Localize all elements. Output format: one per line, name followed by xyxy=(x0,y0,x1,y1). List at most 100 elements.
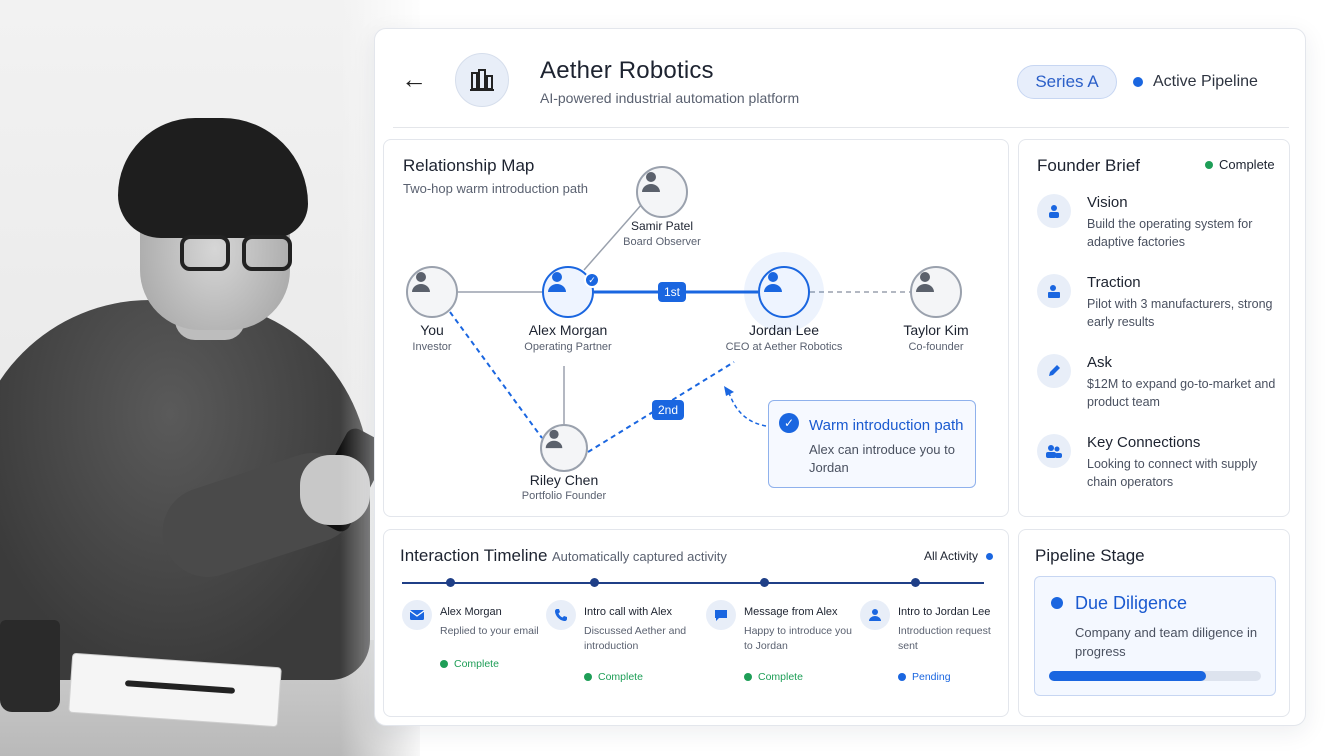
founder-brief-title: Founder Brief xyxy=(1037,156,1140,175)
factory-icon xyxy=(1037,274,1071,308)
check-circle-icon: ✓ xyxy=(779,413,799,433)
node-role: Investor xyxy=(412,341,452,353)
company-title: Aether Robotics xyxy=(540,57,714,84)
person-icon xyxy=(764,272,782,292)
timeline-item-head: Intro call with Alex xyxy=(584,606,673,618)
founder-brief-status-label: Complete xyxy=(1219,157,1275,172)
stage-description: Company and team diligence in progress xyxy=(1075,625,1258,659)
warm-path-arrowhead xyxy=(724,386,734,396)
brief-item-text: $12M to expand go-to-market and product … xyxy=(1087,377,1276,409)
timeline-item-status-label: Complete xyxy=(758,671,803,683)
timeline-item-status: Complete xyxy=(440,658,499,670)
brief-item-head: Key Connections xyxy=(1087,434,1201,451)
timeline-item-text: Discussed Aether and introduction xyxy=(584,625,687,652)
timeline-item-text: Replied to your email xyxy=(440,625,539,637)
brief-item-text: Pilot with 3 manufacturers, strong early… xyxy=(1087,297,1273,329)
timeline-item-status: Pending xyxy=(898,671,951,683)
stage-progress-bar xyxy=(1049,671,1261,681)
node-role: Co-founder xyxy=(908,341,964,353)
verified-check-icon: ✓ xyxy=(584,272,600,288)
node-samir-patel[interactable] xyxy=(636,166,688,218)
timeline-item-head: Message from Alex xyxy=(744,606,838,618)
node-name: Riley Chen xyxy=(529,472,599,488)
edge-alex-samir xyxy=(583,203,643,271)
pipeline-status-label: Active Pipeline xyxy=(1153,73,1258,90)
person-icon xyxy=(412,272,430,292)
people-icon xyxy=(1037,434,1071,468)
node-riley-chen[interactable] xyxy=(540,424,588,472)
status-dot-icon xyxy=(1133,77,1143,87)
filter-dot-icon xyxy=(986,552,994,560)
node-name: Alex Morgan xyxy=(528,322,608,338)
person-glasses xyxy=(180,235,300,275)
person-icon xyxy=(916,272,934,292)
status-dot-icon xyxy=(584,673,592,681)
company-subtitle: AI-powered industrial automation platfor… xyxy=(540,90,800,106)
node-role: Operating Partner xyxy=(524,341,612,353)
edge-you-riley xyxy=(449,311,543,439)
founder-brief-panel: Founder Brief Complete Vision Build the … xyxy=(1018,139,1290,517)
relationship-map-panel: Relationship Map Two-hop warm introducti… xyxy=(383,139,1009,517)
timeline-subtitle: Automatically captured activity xyxy=(552,549,727,564)
person-icon xyxy=(642,172,660,192)
timeline-item-status: Complete xyxy=(744,671,803,683)
all-activity-filter[interactable]: All Activity xyxy=(924,549,994,563)
timeline-item-text: Introduction request sent xyxy=(898,625,991,652)
founder-brief-status: Complete xyxy=(1205,157,1275,172)
person-hair xyxy=(118,118,308,238)
person-icon xyxy=(860,600,890,630)
node-name: Samir Patel xyxy=(630,219,694,233)
warm-intro-card[interactable]: ✓ Warm introduction path Alex can introd… xyxy=(768,400,976,488)
node-name: Jordan Lee xyxy=(748,322,820,338)
pencil-icon xyxy=(1037,354,1071,388)
timeline-item-status-label: Complete xyxy=(454,658,499,670)
timeline-dot xyxy=(446,578,455,587)
series-badge[interactable]: Series A xyxy=(1017,65,1117,99)
brief-item-text: Build the operating system for adaptive … xyxy=(1087,217,1253,249)
timeline-dot xyxy=(760,578,769,587)
email-icon xyxy=(402,600,432,630)
timeline-dot xyxy=(911,578,920,587)
status-dot-icon xyxy=(440,660,448,668)
node-taylor-kim[interactable] xyxy=(910,266,962,318)
brief-item-head: Ask xyxy=(1087,354,1113,371)
company-logo-icon xyxy=(455,53,509,107)
back-arrow-icon[interactable]: ← xyxy=(401,64,427,94)
pipeline-stage-panel: Pipeline Stage Due Diligence Company and… xyxy=(1018,529,1290,717)
stage-name: Due Diligence xyxy=(1075,593,1188,613)
brief-item-text: Looking to connect with supply chain ope… xyxy=(1087,457,1258,489)
person-icon xyxy=(548,272,566,292)
stage-dot-icon xyxy=(1051,597,1063,609)
node-jordan-lee[interactable] xyxy=(758,266,810,318)
timeline-item-status-label: Complete xyxy=(598,671,643,683)
node-name: You xyxy=(420,322,444,338)
second-degree-badge: 2nd xyxy=(652,400,685,420)
coffee-mug xyxy=(0,620,60,712)
phone-icon xyxy=(546,600,576,630)
brief-item-head: Traction xyxy=(1087,274,1141,291)
stage-card[interactable]: Due Diligence Company and team diligence… xyxy=(1034,576,1276,696)
timeline-dot xyxy=(590,578,599,587)
node-role: CEO at Aether Robotics xyxy=(725,341,843,353)
node-name: Taylor Kim xyxy=(903,322,969,338)
warm-intro-title: Warm introduction path xyxy=(809,417,964,434)
warm-path-arrow xyxy=(727,389,767,427)
person-icon xyxy=(545,429,563,449)
timeline-item-head: Intro to Jordan Lee xyxy=(898,606,991,618)
pipeline-stage-title: Pipeline Stage xyxy=(1035,546,1145,565)
node-role: Portfolio Founder xyxy=(521,490,607,502)
node-you[interactable] xyxy=(406,266,458,318)
message-icon xyxy=(706,600,736,630)
all-activity-label: All Activity xyxy=(924,549,979,563)
person-icon xyxy=(1037,194,1071,228)
timeline-item-status-label: Pending xyxy=(912,671,951,683)
timeline-item-status: Complete xyxy=(584,671,643,683)
warm-intro-text: Alex can introduce you to Jordan xyxy=(809,442,955,475)
stage-progress-fill xyxy=(1049,671,1206,681)
header-divider xyxy=(393,127,1289,128)
timeline-item-text: Happy to introduce you to Jordan xyxy=(744,625,852,652)
relationship-map-subtitle: Two-hop warm introduction path xyxy=(403,181,588,196)
interaction-timeline-panel: Interaction Timeline Automatically captu… xyxy=(383,529,1009,717)
status-dot-icon xyxy=(744,673,752,681)
first-degree-badge: 1st xyxy=(658,282,687,302)
